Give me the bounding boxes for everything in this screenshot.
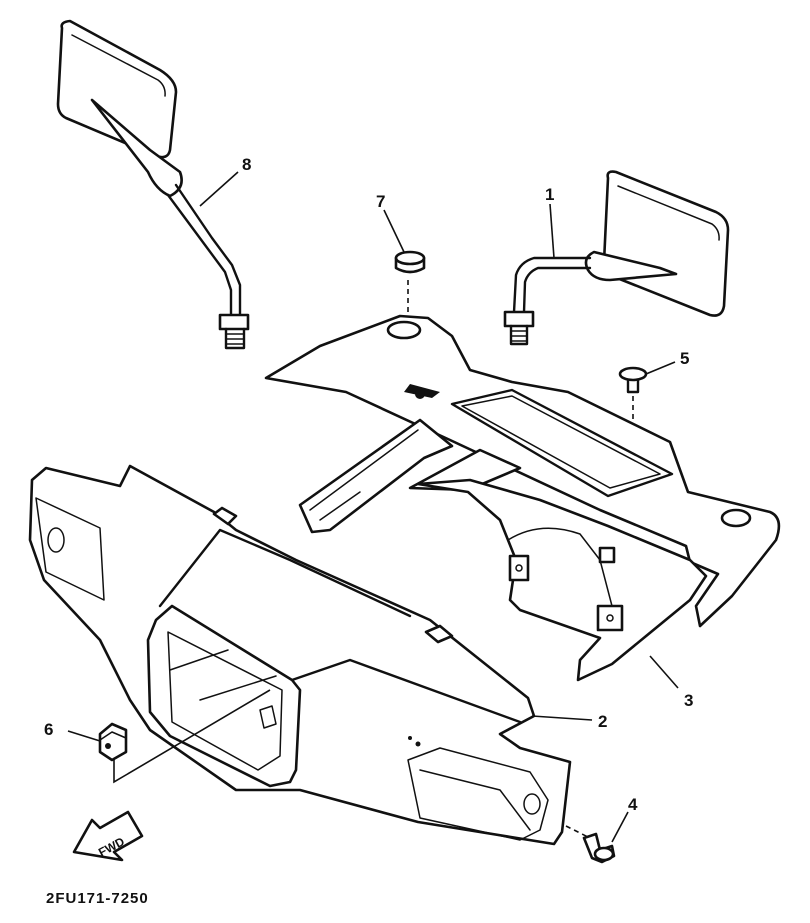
callout-label-2: 2 (598, 712, 607, 731)
callout-label-4: 4 (628, 795, 638, 814)
drawing-code: 2FU171-7250 (46, 890, 149, 907)
callout-label-6: 6 (44, 720, 53, 739)
callout-label-8: 8 (242, 155, 251, 174)
callout-label-3: 3 (684, 691, 693, 710)
callout-leaders (67, 171, 679, 843)
screw (565, 825, 616, 864)
callout-label-5: 5 (680, 349, 689, 368)
callout-label-1: 1 (545, 185, 554, 204)
callout-labels: 8 7 1 5 3 2 6 4 (44, 155, 693, 814)
callout-label-7: 7 (376, 192, 385, 211)
mirror-right (503, 170, 730, 346)
handlebar-cover-rear (264, 314, 781, 682)
fwd-arrow-icon: FWD (72, 810, 144, 862)
handlebar-cover-front (28, 464, 572, 846)
nut-clip (98, 689, 271, 784)
grommet-cap (394, 250, 426, 320)
mirror-left (56, 19, 250, 350)
